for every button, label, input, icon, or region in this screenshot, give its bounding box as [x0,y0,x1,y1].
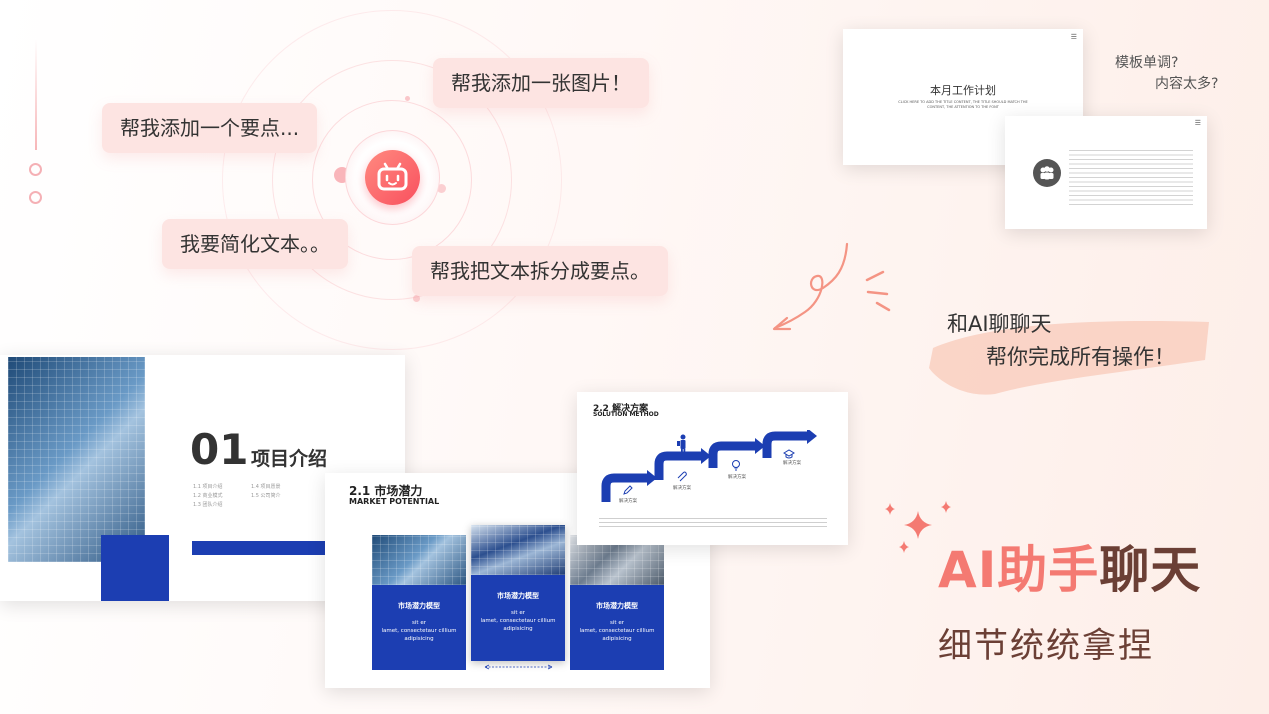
chat-bubble-add-point[interactable]: 帮我添加一个要点... [102,103,318,153]
decor-ring [29,163,42,176]
clip-icon [677,471,687,482]
menu-icon: ☰ [1070,33,1077,41]
market-subtitle: MARKET POTENTIAL [349,497,440,506]
intro-item: 1.2 商业模式 [193,493,223,499]
pencil-icon [623,485,633,495]
card-text: adipisicing [602,636,632,642]
placeholder-text [1069,150,1193,206]
slide-plan-subtitle: CLICK HERE TO ADD THE TITLE CONTENT, THE… [898,100,1028,109]
intro-item: 1.4 项目愿景 [251,484,281,490]
blue-block [101,535,169,601]
market-card: 市场潜力模型 sit er lamet, consectetaur cilliu… [570,535,664,670]
building-image [8,357,145,562]
market-title: 2.1 市场潜力 [349,484,423,498]
step-label: 解决方案 [728,475,746,480]
slide-market[interactable]: 2.1 市场潜力 MARKET POTENTIAL 市场潜力模型 sit er … [325,473,710,688]
menu-icon: ☰ [1194,119,1201,127]
chat-promo-line2: 帮你完成所有操作！ [986,345,1175,369]
double-arrow-icon [484,664,553,670]
headline-part1: AI助手 [938,541,1100,599]
card-text: sit er [412,620,426,626]
headline-title: AI助手聊天 [938,530,1201,602]
card-text: lamet, consectetaur cillium [480,618,556,624]
decor-ring [29,191,42,204]
chat-bubble-split[interactable]: 帮我把文本拆分成要点。 [412,246,668,296]
headline-subtitle: 细节统统拿捏 [938,626,1154,666]
chat-bubble-simplify[interactable]: 我要简化文本。。 [162,219,348,269]
market-card: 市场潜力模型 sit er lamet, consectetaur cilliu… [471,525,565,661]
intro-item: 1.5 公司简介 [251,493,281,499]
slide-team[interactable]: ☰ [1005,116,1207,229]
intro-item: 1.3 团队介绍 [193,502,223,508]
orbit-ring [272,60,512,300]
orbit-dot [437,184,446,193]
robot-icon [377,162,408,191]
orbit-ring [222,10,562,350]
ai-bot-button[interactable] [365,150,420,205]
graduation-icon [783,449,795,459]
chat-bubble-add-image[interactable]: 帮我添加一张图片！ [433,58,649,108]
template-note-line1: 模板单调? [1115,55,1179,71]
intro-item: 1.1 项目介绍 [193,484,223,490]
card-title: 市场潜力模型 [596,602,638,610]
slide-solution[interactable]: 2.2 解决方案 SOLUTION METHOD 解决方案 解决方案 解决方案 … [577,392,848,545]
curved-arrow-icon [772,242,891,331]
team-icon [1033,159,1061,187]
step-label: 解决方案 [783,461,801,466]
slide-plan-title: 本月工作计划 [930,84,996,97]
card-title: 市场潜力模型 [398,602,440,610]
market-card: 市场潜力模型 sit er lamet, consectetaur cilliu… [372,535,466,670]
sparkle-icon [885,501,951,553]
brush-stroke [929,321,1209,395]
orbit-dot [405,96,410,101]
step-label: 解决方案 [673,486,691,491]
orbit-ring [312,100,472,260]
intro-number: 01 [190,425,249,474]
orbit-dot [413,295,420,302]
step-label: 解决方案 [619,499,637,504]
solution-title: 2.2 解决方案 [593,404,649,414]
solution-subtitle: SOLUTION METHOD [593,411,659,418]
chat-promo-line1: 和AI聊聊天 [947,312,1052,336]
decor-line [35,38,37,150]
headline-part2: 聊天 [1099,541,1202,599]
stair-arrows [601,430,817,502]
card-text: sit er [610,620,624,626]
placeholder-text [599,518,827,530]
bulb-icon [732,460,740,471]
template-note-line2: 内容太多? [1155,76,1219,92]
card-title: 市场潜力模型 [497,592,539,600]
card-text: adipisicing [404,636,434,642]
card-text: lamet, consectetaur cillium [579,628,655,634]
card-text: adipisicing [503,626,533,632]
card-text: lamet, consectetaur cillium [381,628,457,634]
intro-title: 项目介绍 [251,448,328,470]
card-text: sit er [511,610,525,616]
